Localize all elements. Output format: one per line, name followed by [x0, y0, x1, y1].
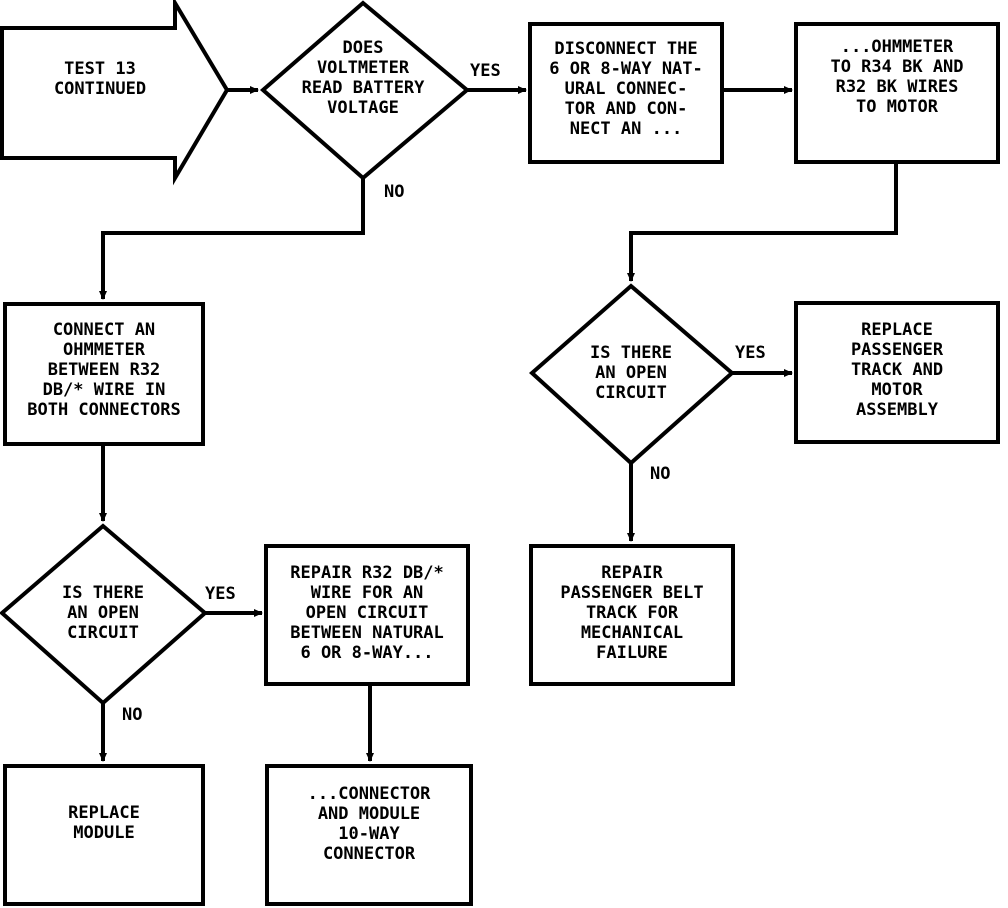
text-line: PASSENGER: [851, 340, 944, 360]
text-line: VOLTAGE: [327, 98, 399, 118]
text-line: ...CONNECTOR: [308, 784, 432, 804]
text-line: MODULE: [73, 823, 134, 843]
text-line: AN OPEN: [67, 603, 139, 623]
open-right-no-label: NO: [650, 464, 670, 484]
voltage-no-label: NO: [384, 182, 404, 202]
text-line: TRACK AND: [851, 360, 943, 380]
text-line: OPEN CIRCUIT: [306, 603, 429, 623]
text-line: CONTINUED: [54, 79, 146, 99]
text-line: DOES: [343, 38, 384, 58]
text-line: ...OHMMETER: [841, 37, 954, 57]
voltage-yes-label: YES: [470, 61, 501, 81]
text-line: TO R34 BK AND: [830, 57, 963, 77]
text-line: REPAIR: [601, 563, 663, 583]
repair-belt-process-box: [529, 544, 735, 686]
edge-voltage-no: [99, 178, 365, 300]
text-line: READ BATTERY: [302, 78, 426, 98]
text-line: REPLACE: [861, 320, 933, 340]
text-line: REPLACE: [68, 803, 140, 823]
text-line: 6 OR 8-WAY NAT-: [549, 59, 703, 79]
text-line: NECT AN ...: [570, 119, 683, 139]
repair-r32-process-box: [264, 544, 470, 686]
replace-track-process-box: [794, 301, 1000, 444]
text-line: 6 OR 8-WAY...: [300, 643, 433, 663]
text-line: DISCONNECT THE: [554, 39, 697, 59]
text-line: BETWEEN NATURAL: [290, 623, 444, 643]
text-line: IS THERE: [590, 343, 672, 363]
connector-module-process-box: [265, 764, 473, 906]
text-line: VOLTMETER: [317, 58, 410, 78]
text-line: CIRCUIT: [67, 623, 139, 643]
replace-module-process-box: [3, 764, 205, 906]
open-left-no-label: NO: [122, 705, 142, 725]
text-line: BOTH CONNECTORS: [27, 400, 181, 420]
text-line: URAL CONNEC-: [565, 79, 688, 99]
text-line: REPAIR R32 DB/*: [290, 563, 444, 583]
open-left-yes-label: YES: [205, 584, 236, 604]
text-line: TRACK FOR: [586, 603, 679, 623]
text-line: R32 BK WIRES: [836, 77, 959, 97]
text-line: AN OPEN: [595, 363, 667, 383]
text-line: CIRCUIT: [595, 383, 667, 403]
text-line: TO MOTOR: [856, 97, 939, 117]
text-line: ASSEMBLY: [856, 400, 939, 420]
disconnect-process-box: [528, 22, 724, 164]
text-line: WIRE FOR AN: [311, 583, 424, 603]
text-line: MOTOR: [871, 380, 923, 400]
text-line: AND MODULE: [318, 804, 420, 824]
text-line: IS THERE: [62, 583, 144, 603]
text-line: OHMMETER: [63, 340, 146, 360]
text-line: TOR AND CON-: [565, 99, 688, 119]
ohmmeter-r34-process-box: [794, 22, 1000, 164]
edge-ohmmeter-to-open-right: [627, 162, 898, 282]
text-line: CONNECT AN: [53, 320, 155, 340]
text-line: FAILURE: [596, 643, 668, 663]
text-line: CONNECTOR: [323, 844, 416, 864]
text-line: PASSENGER BELT: [560, 583, 703, 603]
text-line: DB/* WIRE IN: [43, 380, 166, 400]
text-line: MECHANICAL: [581, 623, 683, 643]
start-arrow-shape: [0, 0, 230, 186]
text-line: BETWEEN R32: [48, 360, 161, 380]
text-line: TEST 13: [64, 59, 136, 79]
open-right-yes-label: YES: [735, 343, 766, 363]
text-line: 10-WAY: [338, 824, 400, 844]
